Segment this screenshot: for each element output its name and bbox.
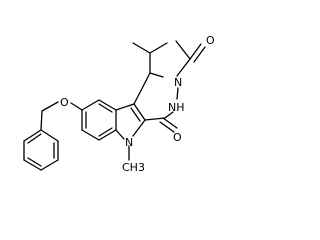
benzyl-phenyl-ring [23, 129, 59, 171]
indole-nitrogen-label: N [125, 136, 133, 149]
amide-oxygen-label: O [173, 131, 182, 144]
indole-benzene-ring [81, 99, 117, 141]
nh-label: NH [168, 101, 185, 114]
pyridazinone-ring [133, 72, 179, 121]
ketone-oxygen-label: O [206, 34, 215, 47]
indole-pyrrole-ring [115, 103, 146, 140]
ether-oxygen-label: O [60, 96, 69, 109]
acetyl-group [175, 40, 206, 77]
amide-carbonyl [159, 117, 178, 133]
n-methyl-label: CH3 [122, 161, 145, 174]
benzyloxy-linker [40, 101, 83, 131]
chemical-structure-diagram: O O O N N NH CH3 [23, 34, 215, 174]
ring-nitrogen-label: N [174, 76, 182, 89]
isopropyl-group [132, 42, 168, 74]
